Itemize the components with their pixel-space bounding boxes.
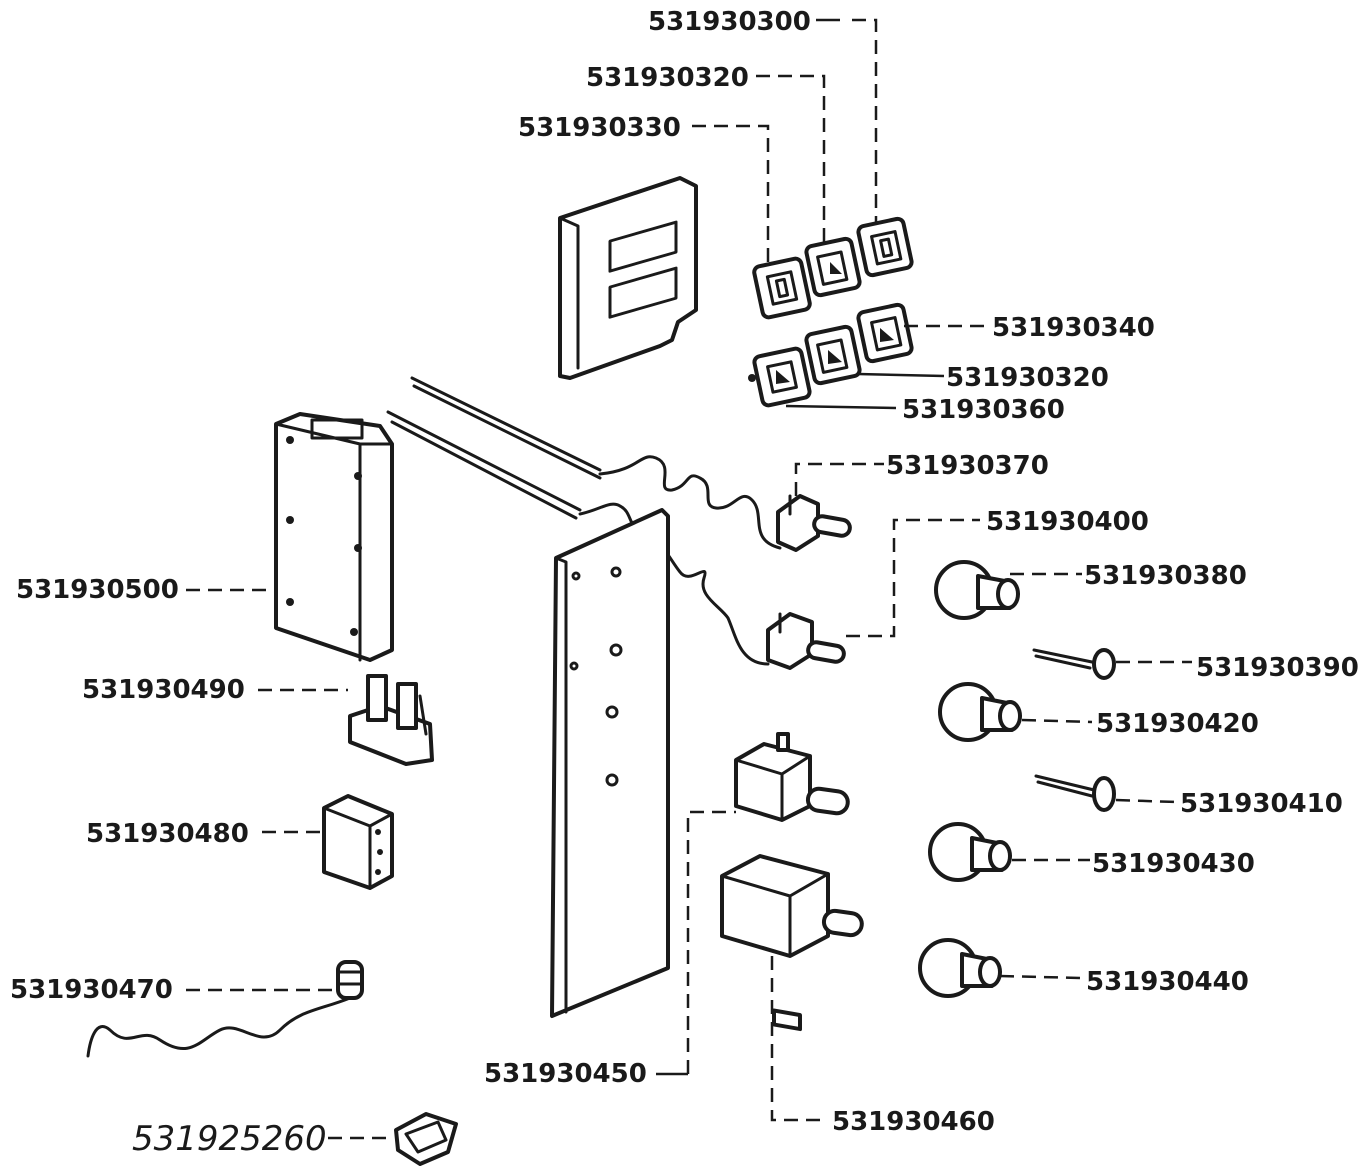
rocker-switch-340 — [856, 302, 914, 364]
label-531930420: 531930420 — [1096, 709, 1259, 739]
label-531925260: 531925260 — [132, 1119, 327, 1159]
label-531930380: 531930380 — [1084, 561, 1247, 591]
thermostat-400 — [766, 612, 846, 670]
label-531930450: 531930450 — [484, 1059, 647, 1089]
label-531930360: 531930360 — [902, 395, 1065, 425]
label-531930330: 531930330 — [518, 113, 681, 143]
switch-bezel-part — [558, 176, 698, 380]
lamp-470 — [86, 960, 364, 1058]
indicator-lamp-390 — [1032, 648, 1116, 680]
relay-480 — [322, 794, 394, 890]
indicator-lamp-410 — [1034, 774, 1116, 812]
label-531930480: 531930480 — [86, 819, 249, 849]
thermostat-capillary-part — [386, 376, 782, 666]
label-531930320-top: 531930320 — [586, 63, 749, 93]
label-531930500: 531930500 — [16, 575, 179, 605]
label-531930430: 531930430 — [1092, 849, 1255, 879]
selector-switch-450 — [734, 732, 850, 822]
rocker-switch-330 — [752, 256, 812, 320]
control-panel-plate — [550, 508, 670, 1018]
selector-switch-460 — [720, 854, 864, 1032]
label-531930440: 531930440 — [1086, 967, 1249, 997]
label-531930490: 531930490 — [82, 675, 245, 705]
rocker-switch-320-mid — [804, 324, 862, 386]
label-531930300: 531930300 — [648, 7, 811, 37]
rocker-switch-260 — [394, 1112, 458, 1166]
label-531930410: 531930410 — [1180, 789, 1343, 819]
electronic-module-500 — [274, 412, 394, 662]
rocker-switch-360 — [748, 346, 812, 408]
label-531930340: 531930340 — [992, 313, 1155, 343]
label-531930320-mid: 531930320 — [946, 363, 1109, 393]
label-531930370: 531930370 — [886, 451, 1049, 481]
knob-440 — [918, 938, 1002, 998]
leader-lines — [186, 18, 1192, 1140]
label-531930400: 531930400 — [986, 507, 1149, 537]
label-531930460: 531930460 — [832, 1107, 995, 1137]
knob-430 — [928, 822, 1012, 882]
knob-380 — [934, 560, 1020, 620]
label-531930470: 531930470 — [10, 975, 173, 1005]
label-531930390: 531930390 — [1196, 653, 1359, 683]
connector-block-490 — [348, 674, 434, 766]
thermostat-370 — [776, 494, 852, 552]
knob-420 — [938, 682, 1022, 742]
rocker-switch-320-top — [804, 236, 862, 298]
part-number-labels: 531930300 531930320 531930330 531930340 … — [10, 7, 1359, 1159]
rocker-switch-300 — [856, 216, 914, 278]
